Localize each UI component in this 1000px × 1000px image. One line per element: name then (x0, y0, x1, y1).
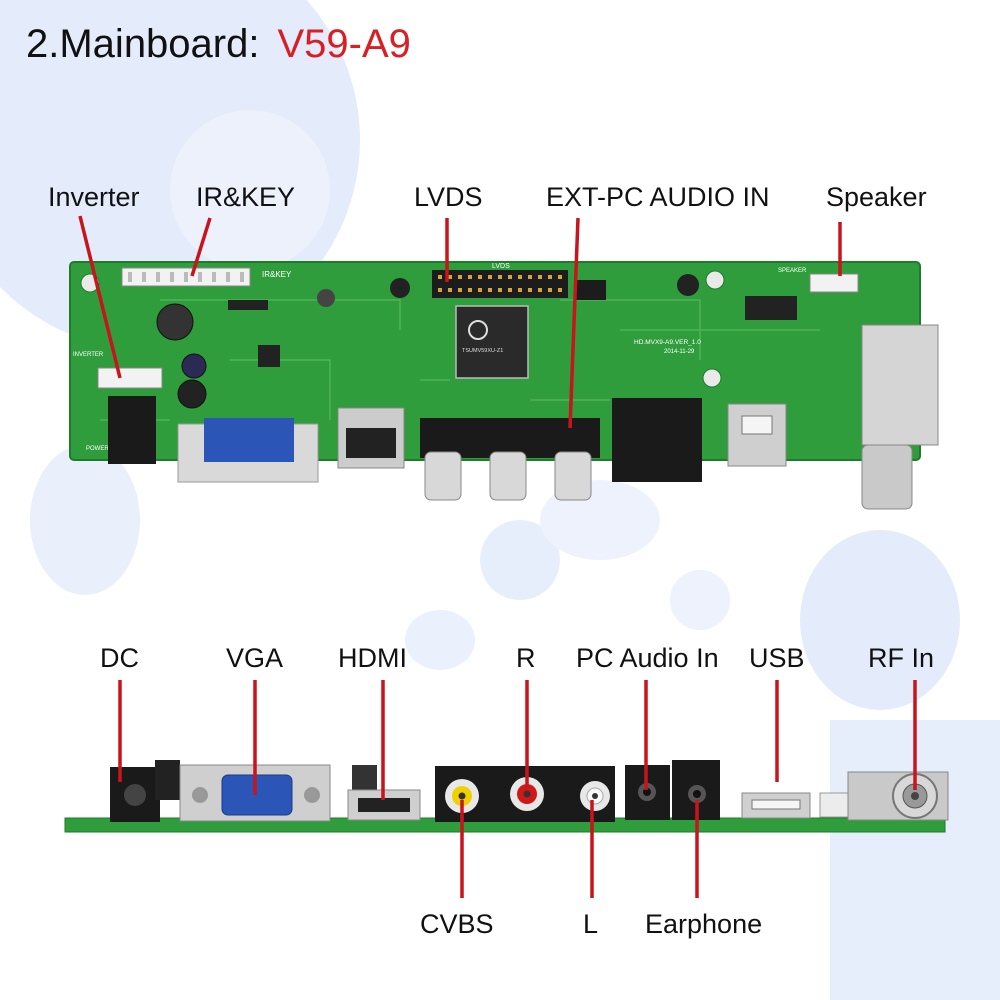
label-speaker: Speaker (826, 182, 927, 212)
top-usb-port (727, 403, 787, 467)
bottom-callout-lines (118, 680, 917, 898)
top-rf-connector (861, 444, 913, 510)
silk-ir-key: IR&KEY (262, 270, 292, 279)
title-prefix: 2.Mainboard: (26, 22, 260, 66)
callout-inverter (78, 215, 122, 379)
callout-ext-pc-audio (568, 217, 580, 429)
main-chip (455, 305, 529, 379)
bottom-board (64, 760, 949, 833)
top-callout-lines (78, 215, 842, 429)
top-rca-2 (489, 451, 527, 501)
label-r: R (516, 643, 536, 673)
label-l: L (583, 909, 599, 939)
top-rca-1 (424, 451, 462, 501)
label-cvbs: CVBS (420, 909, 494, 939)
speaker-connector (809, 273, 859, 293)
label-ext-pc-audio-in: EXT-PC AUDIO IN (546, 182, 770, 212)
silk-inverter: INVERTER (73, 352, 104, 358)
silk-power: POWER (86, 446, 109, 452)
chip-marking: TSUMV59XU-Z1 (462, 348, 503, 354)
label-earphone: Earphone (645, 909, 763, 939)
top-rf-tuner (861, 324, 939, 446)
page-title: 2.Mainboard: V59-A9 (26, 22, 411, 67)
callout-ir-key (190, 217, 212, 277)
label-vga: VGA (226, 643, 284, 673)
label-ir-key: IR&KEY (196, 182, 296, 212)
silk-board-id: HD.MVX9-A9.VER_1.0 (634, 339, 701, 346)
lvds-header (432, 270, 568, 298)
silk-speaker: SPEAKER (778, 268, 807, 274)
top-dc-jack (108, 396, 156, 464)
top-board: IR&KEY INVERTER POWER LVDS TSUMV59XU-Z1 … (69, 261, 939, 510)
silk-date: 2014-11-29 (664, 349, 695, 355)
model-name: V59-A9 (277, 22, 411, 66)
label-dc: DC (100, 643, 139, 673)
label-rf-in: RF In (868, 643, 935, 673)
label-usb: USB (749, 643, 805, 673)
label-hdmi: HDMI (338, 643, 407, 673)
label-inverter: Inverter (48, 182, 140, 212)
top-audio-jacks (612, 398, 702, 482)
top-rca-3 (554, 451, 592, 501)
label-pc-audio-in: PC Audio In (576, 643, 719, 673)
label-lvds: LVDS (414, 182, 483, 212)
inverter-connector (97, 367, 163, 389)
silk-lvds: LVDS (492, 263, 510, 270)
ext-pc-audio-connector (576, 280, 606, 300)
